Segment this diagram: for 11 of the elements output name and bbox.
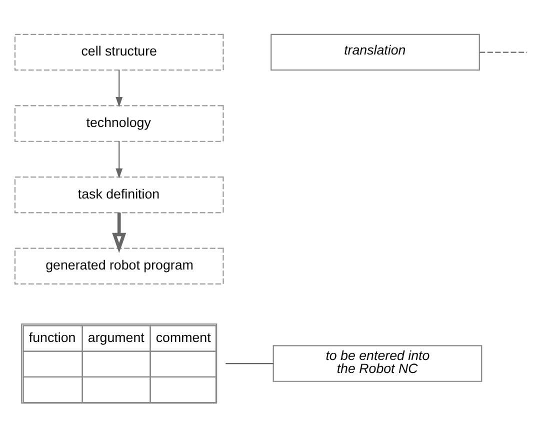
arrow [116,70,123,108]
node-box: to be entered into the Robot NC [272,345,482,382]
connector [480,52,528,53]
arrow [116,141,123,178]
node-box: translation [270,34,480,71]
node-box: generated robot program [14,248,224,284]
node-box: technology [14,105,224,142]
node-box: task definition [14,176,224,214]
connector [226,363,274,364]
arrow [112,212,126,253]
node-box: cell structure [14,34,224,71]
